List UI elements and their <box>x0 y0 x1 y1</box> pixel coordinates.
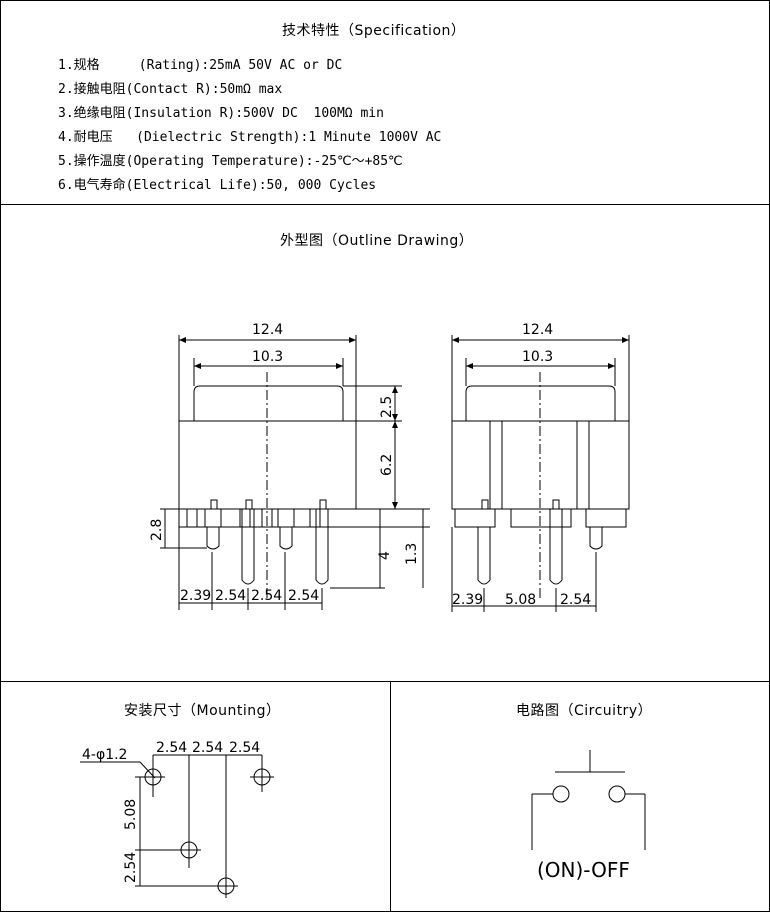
spec-item-contact: 2.接触电阻(Contact R):50mΩ max <box>58 82 283 97</box>
spec-item-dielectric: 4.耐电压 (Dielectric Strength):1 Minute 100… <box>58 130 442 145</box>
left-dim-body-height: 6.2 <box>379 454 395 476</box>
spec-item-temperature: 5.操作温度(Operating Temperature):-25℃～+85℃ <box>58 154 403 169</box>
right-dim-button-width: 10.3 <box>522 349 553 365</box>
mounting-title: 安装尺寸（Mounting） <box>124 703 281 719</box>
right-dim-pitch-3: 2.54 <box>560 592 591 608</box>
circuitry-title: 电路图（Circuitry） <box>516 703 653 719</box>
right-dim-overall-width: 12.4 <box>522 322 553 338</box>
left-button <box>193 385 344 421</box>
circuitry-diagram: (ON)-OFF <box>531 750 646 882</box>
mounting-hole-label: 4-φ1.2 <box>82 747 127 763</box>
outline-drawing: 12.4 10.3 2.5 6.2 2.8 4 1.3 2.39 2.54 2.… <box>149 322 630 612</box>
mounting-pitch-x-1: 2.54 <box>156 740 187 756</box>
right-dim-pitch-1: 2.39 <box>452 592 483 608</box>
left-dim-pitch-3: 2.54 <box>251 588 282 604</box>
left-dim-pitch-1: 2.39 <box>180 588 211 604</box>
left-dim-pin-standoff: 2.8 <box>149 519 165 541</box>
right-dim-pitch-2: 5.08 <box>505 592 536 608</box>
outline-title: 外型图（Outline Drawing） <box>280 233 474 249</box>
left-dim-overall-width: 12.4 <box>252 322 283 338</box>
circuitry-label: (ON)-OFF <box>537 858 630 882</box>
mounting-pitch-y-1: 5.08 <box>123 799 139 830</box>
left-dim-pitch-2: 2.54 <box>215 588 246 604</box>
left-base <box>178 508 424 528</box>
left-dim-button-width: 10.3 <box>252 349 283 365</box>
left-dim-pin-length: 4 <box>377 551 393 560</box>
left-dim-pitch-4: 2.54 <box>288 588 319 604</box>
left-pins <box>186 499 329 585</box>
mounting-pitch-x-3: 2.54 <box>229 740 260 756</box>
spec-list: 1.规格 (Rating):25mA 50V AC or DC 2.接触电阻(C… <box>58 56 441 200</box>
mounting-pitch-x-2: 2.54 <box>192 740 223 756</box>
left-dim-button-height: 2.5 <box>379 396 395 418</box>
spec-item-life: 6.电气寿命(Electrical Life):50, 000 Cycles <box>58 178 377 193</box>
spec-item-rating: 1.规格 (Rating):25mA 50V AC or DC <box>58 58 343 73</box>
spec-item-insulation: 3.绝缘电阻(Insulation R):500V DC 100MΩ min <box>58 106 384 121</box>
mounting-drawing: 4-φ1.2 2.54 2.54 2.54 5.08 2.54 <box>80 740 274 898</box>
mounting-holes <box>141 765 274 898</box>
right-pins <box>454 499 627 585</box>
left-dim-pin-tip: 1.3 <box>404 543 420 565</box>
spec-title: 技术特性（Specification） <box>282 23 466 39</box>
mounting-pitch-y-2: 2.54 <box>123 852 139 883</box>
